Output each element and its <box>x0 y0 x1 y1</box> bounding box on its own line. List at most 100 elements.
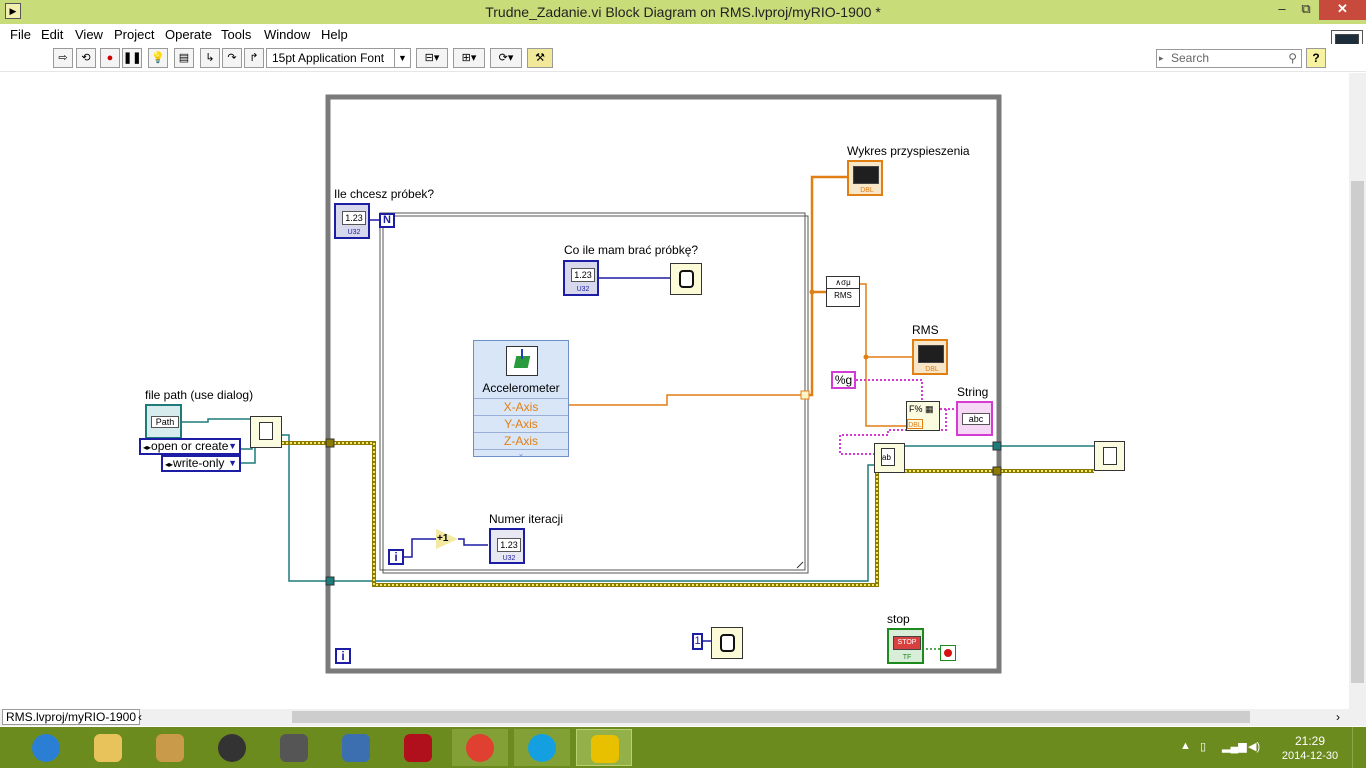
vertical-scroll-thumb[interactable] <box>1351 181 1364 683</box>
chevron-down-icon: ▼ <box>394 49 410 67</box>
vertical-scrollbar[interactable] <box>1349 73 1366 709</box>
volume-icon[interactable]: ◀) <box>1248 741 1261 753</box>
step-out-icon[interactable]: ↱ <box>244 48 264 68</box>
magnifier-icon: ⚲ <box>1288 51 1297 65</box>
wait-ms-node[interactable] <box>670 263 702 295</box>
scroll-left-icon[interactable]: ‹ <box>138 710 142 724</box>
numeric-display: 1.23 <box>571 268 595 282</box>
while-loop-i-terminal[interactable]: i <box>335 648 351 664</box>
run-arrow-icon[interactable]: ⇨ <box>53 48 73 68</box>
minimize-button[interactable]: – <box>1278 1 1286 16</box>
samples-control[interactable]: 1.23 U32 <box>334 203 370 239</box>
pause-icon[interactable]: ❚❚ <box>122 48 142 68</box>
restore-button[interactable]: ⧉ <box>1301 1 1311 16</box>
clock-date[interactable]: 2014-12-30 <box>1281 750 1339 762</box>
increment-node[interactable] <box>436 529 458 549</box>
wait-node[interactable] <box>711 627 743 659</box>
file-path-label: file path (use dialog) <box>145 388 254 402</box>
iteration-indicator[interactable]: 1.23 U32 <box>489 528 525 564</box>
iteration-label: Numer iteracji <box>489 512 564 526</box>
menu-operate[interactable]: Operate <box>165 27 212 42</box>
stop-chip: STOP <box>893 636 921 650</box>
labview-taskbar-icon[interactable] <box>576 729 632 766</box>
format-string-constant[interactable]: %g <box>831 371 856 389</box>
close-file-node[interactable] <box>1094 441 1125 471</box>
context-help-button[interactable]: ? <box>1306 48 1326 68</box>
scroll-right-icon[interactable]: › <box>1336 710 1340 724</box>
retain-wire-values-icon[interactable]: ▤ <box>174 48 194 68</box>
u32-chip: U32 <box>502 555 516 562</box>
menu-help[interactable]: Help <box>321 27 348 42</box>
abc-chip: abc <box>962 413 990 425</box>
file-explorer-icon[interactable] <box>80 729 136 766</box>
document-app-icon[interactable] <box>266 729 322 766</box>
write-file-icon: ab <box>881 448 895 466</box>
application-context[interactable]: RMS.lvproj/myRIO-1900 <box>2 709 141 725</box>
search-input[interactable]: ▸ Search ⚲ <box>1156 49 1302 68</box>
horizontal-scroll-thumb[interactable] <box>292 711 1250 723</box>
rms-chart-indicator[interactable]: DBL <box>912 339 948 375</box>
interval-control[interactable]: 1.23 U32 <box>563 260 599 296</box>
chrome-icon[interactable] <box>452 729 508 766</box>
step-over-icon[interactable]: ↷ <box>222 48 242 68</box>
abort-icon[interactable]: ● <box>100 48 120 68</box>
speaker-app-icon[interactable] <box>204 729 260 766</box>
block-diagram-canvas[interactable]: i N i Ile chcesz próbek? 1.23 U32 Co ile… <box>0 73 1349 709</box>
close-button[interactable]: ✕ <box>1319 0 1366 20</box>
skype-icon[interactable] <box>514 729 570 766</box>
wait-constant[interactable]: 1 <box>692 633 703 650</box>
z-axis-output[interactable]: Z-Axis <box>474 432 568 449</box>
internet-explorer-icon[interactable] <box>18 729 74 766</box>
watch-icon <box>720 634 735 652</box>
menu-file[interactable]: File <box>10 27 31 42</box>
clock-time[interactable]: 21:29 <box>1294 734 1326 748</box>
labview-app-icon[interactable]: ▶ <box>5 3 21 19</box>
media-player-icon[interactable] <box>142 729 198 766</box>
file-path-control[interactable]: Path <box>145 404 182 439</box>
menu-edit[interactable]: Edit <box>41 27 64 42</box>
increment-icon: +1 <box>437 533 449 544</box>
for-loop-n-terminal[interactable]: N <box>379 213 395 228</box>
access-enum[interactable]: ◂▸write-only ▼ <box>161 455 241 472</box>
access-value: write-only <box>173 456 225 470</box>
menu-view[interactable]: View <box>75 27 103 42</box>
dbl-chip: DBL <box>860 187 874 194</box>
open-mode-enum[interactable]: ◂▸open or create ▼ <box>139 438 241 455</box>
step-into-icon[interactable]: ↳ <box>200 48 220 68</box>
for-loop-i-terminal[interactable]: i <box>388 549 404 565</box>
network-icon[interactable]: ▂▄▆ <box>1222 741 1247 753</box>
expand-chevron-icon[interactable]: ⌄ <box>474 449 568 458</box>
accelerometer-title: Accelerometer <box>482 381 560 395</box>
show-hidden-icons[interactable]: ▲ <box>1180 740 1191 752</box>
acceleration-chart-indicator[interactable]: DBL <box>847 160 883 196</box>
reorder-icon[interactable]: ⟳▾ <box>490 48 522 68</box>
y-axis-output[interactable]: Y-Axis <box>474 415 568 432</box>
rms-function-label: RMS <box>834 291 852 300</box>
accelerometer-express-vi[interactable]: Accelerometer X-Axis Y-Axis Z-Axis ⌄ <box>473 340 569 458</box>
run-continuously-icon[interactable]: ⟲ <box>76 48 96 68</box>
status-bar: RMS.lvproj/myRIO-1900 ‹ › <box>0 709 1366 726</box>
stop-button-control[interactable]: STOP TF <box>887 628 924 664</box>
open-create-file-node[interactable] <box>250 416 282 448</box>
highlight-execution-icon[interactable]: 💡 <box>148 48 168 68</box>
menu-project[interactable]: Project <box>114 27 155 42</box>
write-text-file-node[interactable]: ab <box>874 443 905 473</box>
font-select[interactable]: 15pt Application Font ▼ <box>266 48 411 68</box>
rms-label: RMS <box>912 323 939 337</box>
string-indicator[interactable]: abc <box>956 401 993 436</box>
u32-chip: U32 <box>347 229 361 236</box>
power-status-icon[interactable]: ▯ <box>1200 741 1207 753</box>
format-value-node[interactable]: F% ▦ DBL <box>906 401 940 431</box>
error-tunnel-left <box>325 438 335 448</box>
align-objects-icon[interactable]: ⊟▾ <box>416 48 448 68</box>
calculator-app-icon[interactable] <box>328 729 384 766</box>
rms-function-node[interactable]: ∧σμ RMS <box>826 276 860 307</box>
show-desktop-button[interactable] <box>1352 727 1366 768</box>
loop-condition-terminal[interactable] <box>940 645 956 661</box>
clean-up-diagram-icon[interactable]: ⚒ <box>527 48 553 68</box>
menu-tools[interactable]: Tools <box>221 27 252 42</box>
distribute-objects-icon[interactable]: ⊞▾ <box>453 48 485 68</box>
x-axis-output[interactable]: X-Axis <box>474 398 568 415</box>
menu-window[interactable]: Window <box>264 27 311 42</box>
power-app-icon[interactable] <box>390 729 446 766</box>
